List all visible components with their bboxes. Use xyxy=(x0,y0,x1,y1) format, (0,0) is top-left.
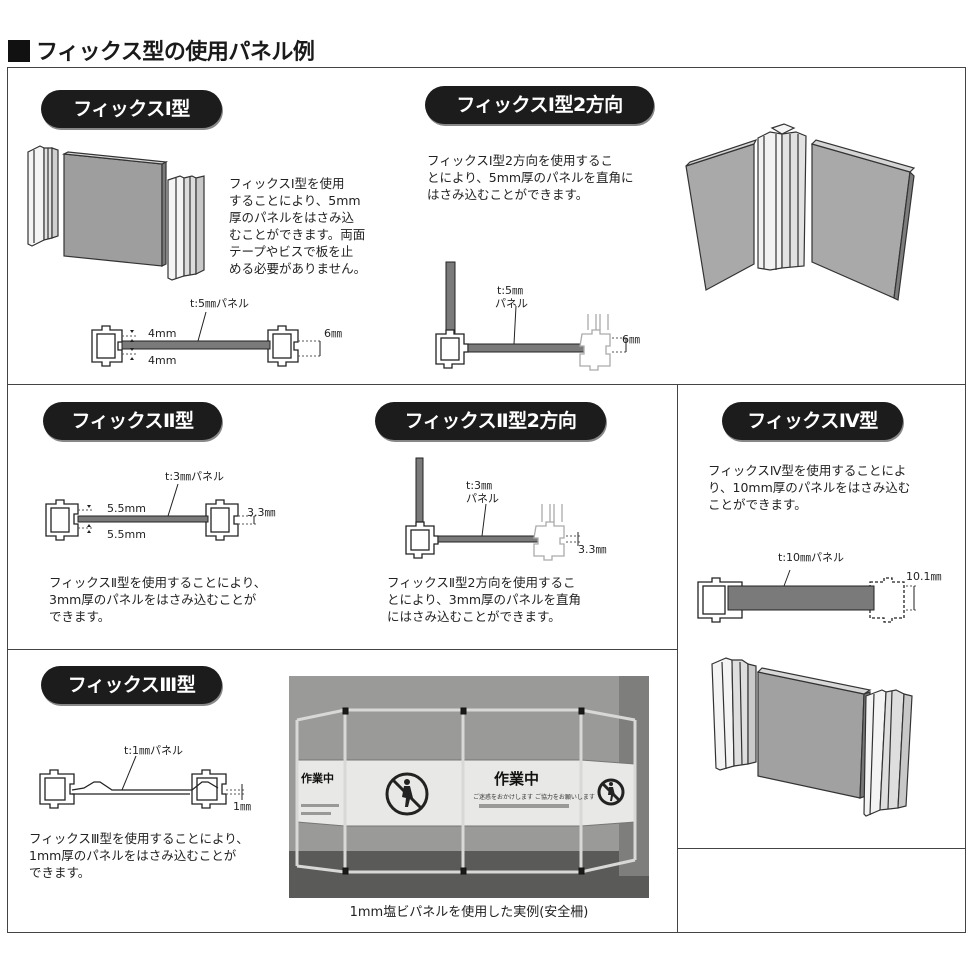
badge-fix1-2way: フィックスⅠ型2方向 xyxy=(425,86,654,124)
fix1-dim-top: 4mm xyxy=(148,327,177,340)
fix2-2way-desc-line: にはさみ込むことができます。 xyxy=(387,609,561,624)
fix1-desc-line: テープやビスで板を止 xyxy=(229,244,354,259)
fix4-desc-line: フィックスⅣ型を使用することによ xyxy=(708,463,907,478)
fix2-panel-label: t:3㎜パネル xyxy=(165,470,225,483)
fix2-2way-description: フィックスⅡ型2方向を使用するこ とにより、3mm厚のパネルを直角 にはさみ込む… xyxy=(387,574,581,625)
fix2-dim-top: 5.5mm xyxy=(107,502,146,515)
fix2-2way-panel-label-2: パネル xyxy=(466,492,499,505)
fix2-2way-desc-line: フィックスⅡ型2方向を使用するこ xyxy=(387,575,576,590)
badge-fix2: フィックスⅡ型 xyxy=(43,402,222,440)
fix3-cross-section xyxy=(39,755,244,809)
page-title-text: フィックス型の使用パネル例 xyxy=(36,40,315,65)
fix3-desc-line: できます。 xyxy=(29,865,91,880)
fix1-2way-dim-right: 6㎜ xyxy=(622,333,640,346)
fix1-2way-description: フィックスⅠ型2方向を使用するこ とにより、5mm厚のパネルを直角に はさみ込む… xyxy=(427,152,634,203)
divider-row1 xyxy=(7,384,966,385)
fix3-dim-right: 1㎜ xyxy=(233,800,251,813)
fix1-2way-panel-label-2: パネル xyxy=(495,297,528,310)
fix2-description: フィックスⅡ型を使用することにより、 3mm厚のパネルをはさみ込むことが できま… xyxy=(49,574,266,625)
photo-caption: 1mm塩ビパネルを使用した実例(安全柵) xyxy=(349,905,589,920)
fix1-2way-panel-label-1: t:5㎜ xyxy=(497,284,524,297)
divider-row2 xyxy=(7,649,677,650)
fix2-2way-panel-label-1: t:3㎜ xyxy=(466,479,493,492)
fix1-dim-bottom: 4mm xyxy=(148,354,177,367)
fix4-desc-line: ことができます。 xyxy=(708,497,807,512)
fix2-2way-cross-section xyxy=(405,457,580,561)
fix1-2way-3d-illustration xyxy=(685,123,916,301)
fix4-panel-label: t:10㎜パネル xyxy=(778,551,845,564)
divider-col xyxy=(677,384,678,933)
badge-fix2-2way: フィックスⅡ型2方向 xyxy=(375,402,606,440)
fix1-description: フィックスⅠ型を使用 することにより、5mm 厚のパネルをはさみ込 むことができ… xyxy=(229,175,366,277)
fix1-desc-line: 厚のパネルをはさみ込 xyxy=(229,210,355,225)
fix4-cross-section xyxy=(697,569,916,623)
fix1-desc-line: フィックスⅠ型を使用 xyxy=(229,176,345,191)
fix3-desc-line: フィックスⅢ型を使用することにより、 xyxy=(29,831,249,846)
fix2-desc-line: 3mm厚のパネルをはさみ込むことが xyxy=(49,592,257,607)
title-square-icon xyxy=(8,40,30,62)
divider-right-bottom xyxy=(677,848,966,849)
fix2-2way-desc-line: とにより、3mm厚のパネルを直角 xyxy=(387,592,582,607)
fix2-desc-line: フィックスⅡ型を使用することにより、 xyxy=(49,575,267,590)
fix4-3d-illustration xyxy=(711,657,913,817)
safety-fence-drawing xyxy=(289,676,649,898)
badge-fix4: フィックスⅣ型 xyxy=(722,402,903,440)
fix1-desc-line: むことができます。両面 xyxy=(229,227,366,242)
fix1-dim-right: 6㎜ xyxy=(324,327,342,340)
fix1-2way-desc-line: とにより、5mm厚のパネルを直角に xyxy=(427,170,634,185)
fix4-description: フィックスⅣ型を使用することによ り、10mm厚のパネルをはさみ込む ことができ… xyxy=(708,462,910,513)
fix1-2way-desc-line: フィックスⅠ型2方向を使用するこ xyxy=(427,153,614,168)
page-title: フィックス型の使用パネル例 xyxy=(8,34,315,66)
fix2-dim-bottom: 5.5mm xyxy=(107,528,146,541)
fix1-panel-label: t:5㎜パネル xyxy=(190,297,250,310)
fix2-dim-right: 3.3㎜ xyxy=(247,506,276,519)
content-frame xyxy=(7,67,966,933)
fix3-panel-label: t:1㎜パネル xyxy=(124,744,184,757)
fix2-cross-section xyxy=(45,483,256,541)
fix1-desc-line: める必要がありません。 xyxy=(229,261,367,276)
badge-fix3: フィックスⅢ型 xyxy=(41,666,222,704)
sign-left-text: 作業中 xyxy=(301,772,334,785)
fix1-2way-desc-line: はさみ込むことができます。 xyxy=(427,187,589,202)
fix3-description: フィックスⅢ型を使用することにより、 1mm厚のパネルをはさみ込むことが できま… xyxy=(29,830,249,881)
sign-main-text: 作業中 xyxy=(494,770,540,788)
fix1-3d-illustration xyxy=(27,145,205,281)
fix3-desc-line: 1mm厚のパネルをはさみ込むことが xyxy=(29,848,237,863)
fix4-dim-right: 10.1㎜ xyxy=(906,570,942,583)
badge-fix1: フィックスⅠ型 xyxy=(41,90,222,128)
fix1-desc-line: することにより、5mm xyxy=(229,193,361,208)
safety-fence-photo: 作業中 作業中 ご迷惑をおかけします ご協力をお願いします xyxy=(289,676,649,898)
fix1-cross-section xyxy=(91,311,322,367)
fix2-desc-line: できます。 xyxy=(49,609,111,624)
sign-sub-text: ご迷惑をおかけします ご協力をお願いします xyxy=(473,794,595,801)
fix4-desc-line: り、10mm厚のパネルをはさみ込む xyxy=(708,480,911,495)
fix1-2way-cross-section xyxy=(435,261,628,371)
fix2-2way-dim-right: 3.3㎜ xyxy=(578,543,607,556)
